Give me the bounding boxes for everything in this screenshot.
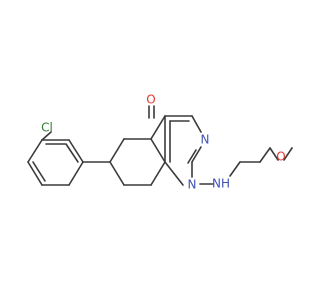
- bond: [229, 161, 241, 177]
- isopropoxypropyl-amine-chain: [199, 147, 293, 185]
- molecule-structure: O N N NH O Cl: [27, 93, 293, 192]
- bond: [41, 131, 52, 141]
- carbonyl: [148, 105, 155, 119]
- bond: [150, 161, 166, 186]
- bond: [68, 139, 84, 163]
- molecule-canvas: O N N NH O Cl: [27, 92, 293, 192]
- pyrimidine-n3-label: N: [201, 133, 210, 147]
- ketone-oxygen-label: O: [146, 93, 155, 107]
- bond: [191, 115, 202, 133]
- bond: [68, 161, 84, 186]
- chlorophenyl-ring: [27, 131, 84, 186]
- bond: [150, 115, 166, 140]
- chlorine-label: Cl: [41, 121, 53, 135]
- aromatic-bond: [187, 149, 197, 164]
- pyrimidine-n1-label: N: [188, 178, 197, 192]
- bond: [27, 161, 43, 186]
- cyclohexenone-ring: [109, 115, 166, 186]
- bond: [283, 147, 293, 161]
- aromatic-bond: [65, 143, 79, 163]
- bond: [164, 161, 184, 186]
- bond: [191, 146, 202, 163]
- bond: [109, 138, 125, 163]
- bond: [109, 161, 125, 186]
- ether-oxygen-label: O: [276, 150, 285, 164]
- bond: [259, 147, 271, 163]
- bond: [269, 147, 279, 161]
- bond: [150, 138, 166, 163]
- aromatic-bond: [32, 161, 46, 182]
- amine-nh-label: NH: [212, 177, 230, 191]
- bond: [27, 139, 43, 163]
- pyrimidine-ring: [164, 115, 202, 186]
